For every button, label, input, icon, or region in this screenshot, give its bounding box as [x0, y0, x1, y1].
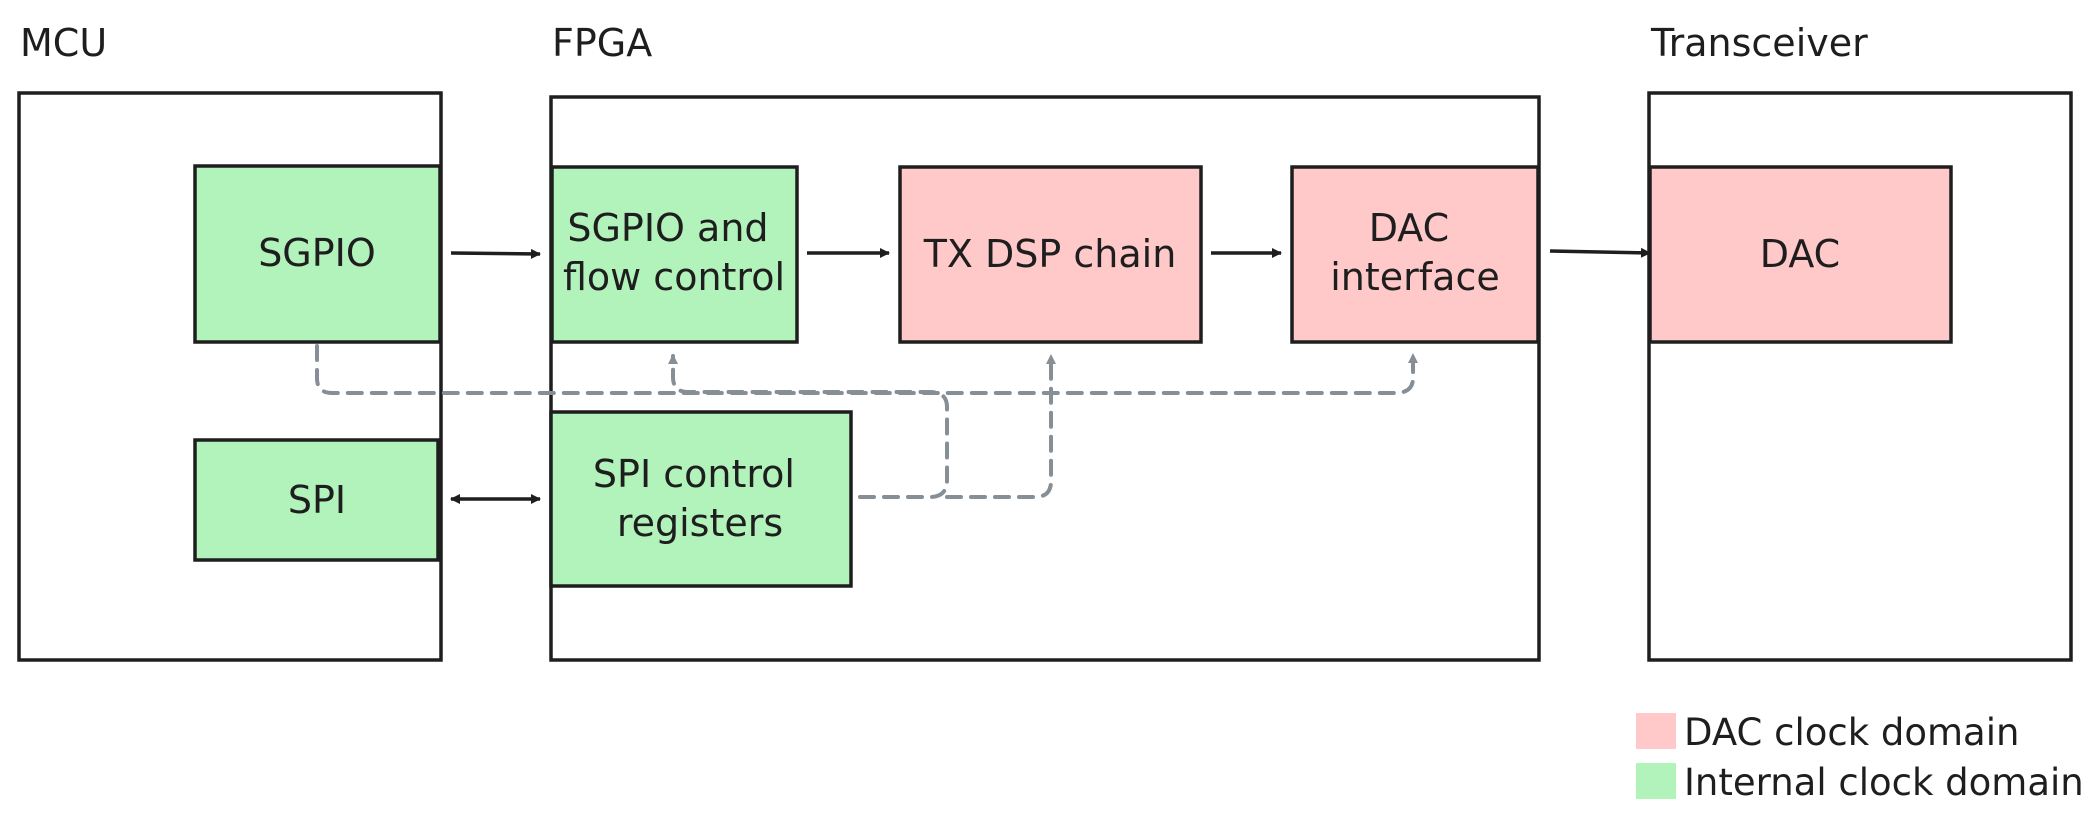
- dac-interface-label-line1: DAC: [1369, 206, 1449, 250]
- dac-label: DAC: [1760, 232, 1840, 276]
- mcu-sgpio-label: SGPIO: [258, 231, 376, 275]
- fpga-label: FPGA: [552, 21, 652, 65]
- fpga-sgpio-label: SGPIO and flow control: [563, 206, 785, 299]
- legend-dac-swatch: [1636, 713, 1676, 749]
- transceiver-label: Transceiver: [1650, 21, 1868, 65]
- spi-registers-label-line2: registers: [617, 501, 783, 545]
- spi-registers-block: [549, 410, 853, 588]
- dac-interface-label: DAC interface: [1330, 206, 1499, 299]
- spi-to-sgpio-control-line: [668, 354, 949, 499]
- legend-internal-swatch: [1636, 763, 1676, 799]
- mcu-spi-label: SPI: [288, 478, 346, 522]
- tx-dsp-block: [898, 165, 1203, 344]
- tx-dsp-label: TX DSP chain: [923, 232, 1177, 276]
- dac-block: [1648, 165, 1953, 344]
- mcu-label: MCU: [20, 21, 107, 65]
- dac-interface-to-dac-arrow: [1549, 247, 1651, 258]
- mcu-sgpio-block: [193, 164, 442, 344]
- legend-internal-label: Internal clock domain: [1684, 761, 2084, 804]
- spi-to-dsp-control-line: [945, 354, 1056, 499]
- fpga-sgpio-label-line1: SGPIO and: [567, 206, 768, 250]
- fpga-sgpio-label-line2: flow control: [563, 255, 785, 299]
- legend-dac-label: DAC clock domain: [1684, 711, 2019, 754]
- mcu-spi-block: [193, 438, 440, 562]
- dac-interface-label-line2: interface: [1330, 255, 1499, 299]
- spi-registers-label-line1: SPI control: [593, 452, 795, 496]
- fpga-sgpio-block: [550, 165, 799, 344]
- sgpio-to-fpga-arrow: [450, 248, 541, 259]
- dac-interface-block: [1290, 165, 1540, 344]
- spi-registers-label: SPI control registers: [593, 452, 807, 545]
